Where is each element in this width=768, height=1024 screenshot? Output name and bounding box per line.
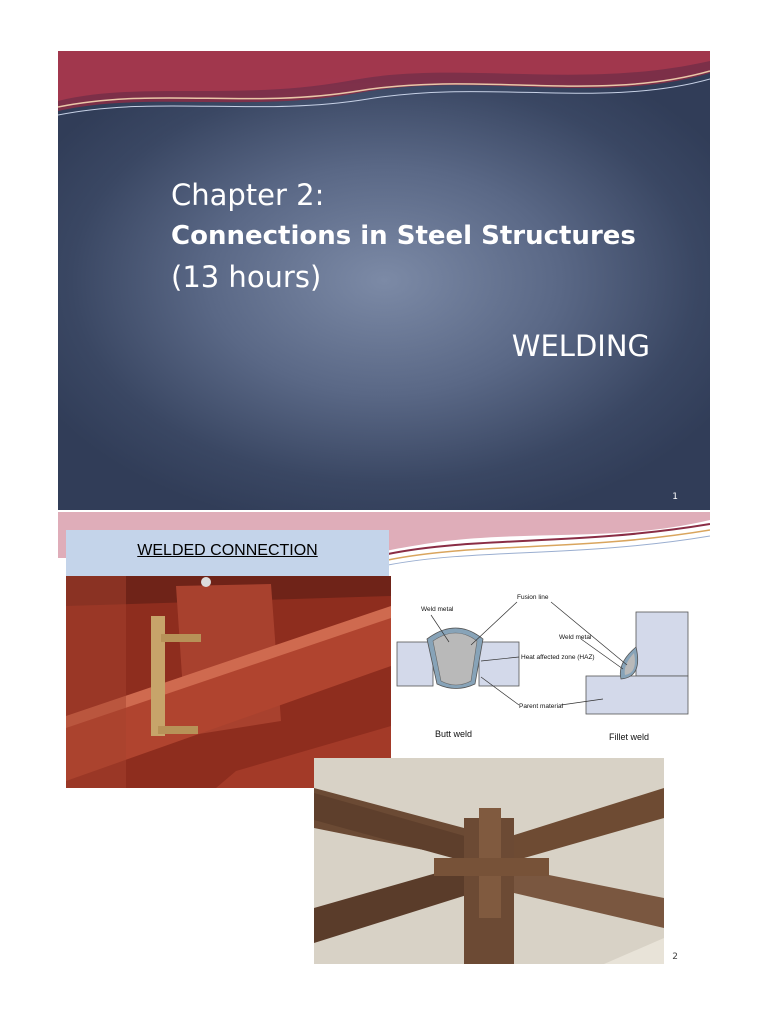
page-number: 1 <box>672 492 678 502</box>
label-haz: Heat affected zone (HAZ) <box>521 654 595 661</box>
welded-beam-photo <box>66 576 391 788</box>
chapter-hours: (13 hours) <box>171 260 322 294</box>
topic-label: WELDING <box>511 329 650 363</box>
page-number: 2 <box>672 952 678 962</box>
label-weld-metal-right: Weld metal <box>559 634 592 641</box>
label-fillet-weld: Fillet weld <box>609 732 649 742</box>
decorative-wave <box>58 51 710 116</box>
label-weld-metal-left: Weld metal <box>421 606 454 613</box>
label-parent-material: Parent material <box>519 703 564 710</box>
title-block: Chapter 2: Connections in Steel Structur… <box>171 175 636 298</box>
chapter-label: Chapter 2: <box>171 178 325 212</box>
section-heading-box: WELDED CONNECTION <box>66 530 389 576</box>
chapter-title: Connections in Steel Structures <box>171 221 636 251</box>
label-butt-weld: Butt weld <box>435 729 472 739</box>
slide-welded-connection: WELDED CONNECTION <box>58 512 710 972</box>
section-heading: WELDED CONNECTION <box>137 542 318 559</box>
label-fusion-line: Fusion line <box>517 594 549 601</box>
slide-title: Chapter 2: Connections in Steel Structur… <box>58 51 710 510</box>
steel-frame-photo <box>314 758 664 964</box>
weld-types-diagram: Weld metal Fusion line Weld metal Heat a… <box>391 587 701 747</box>
